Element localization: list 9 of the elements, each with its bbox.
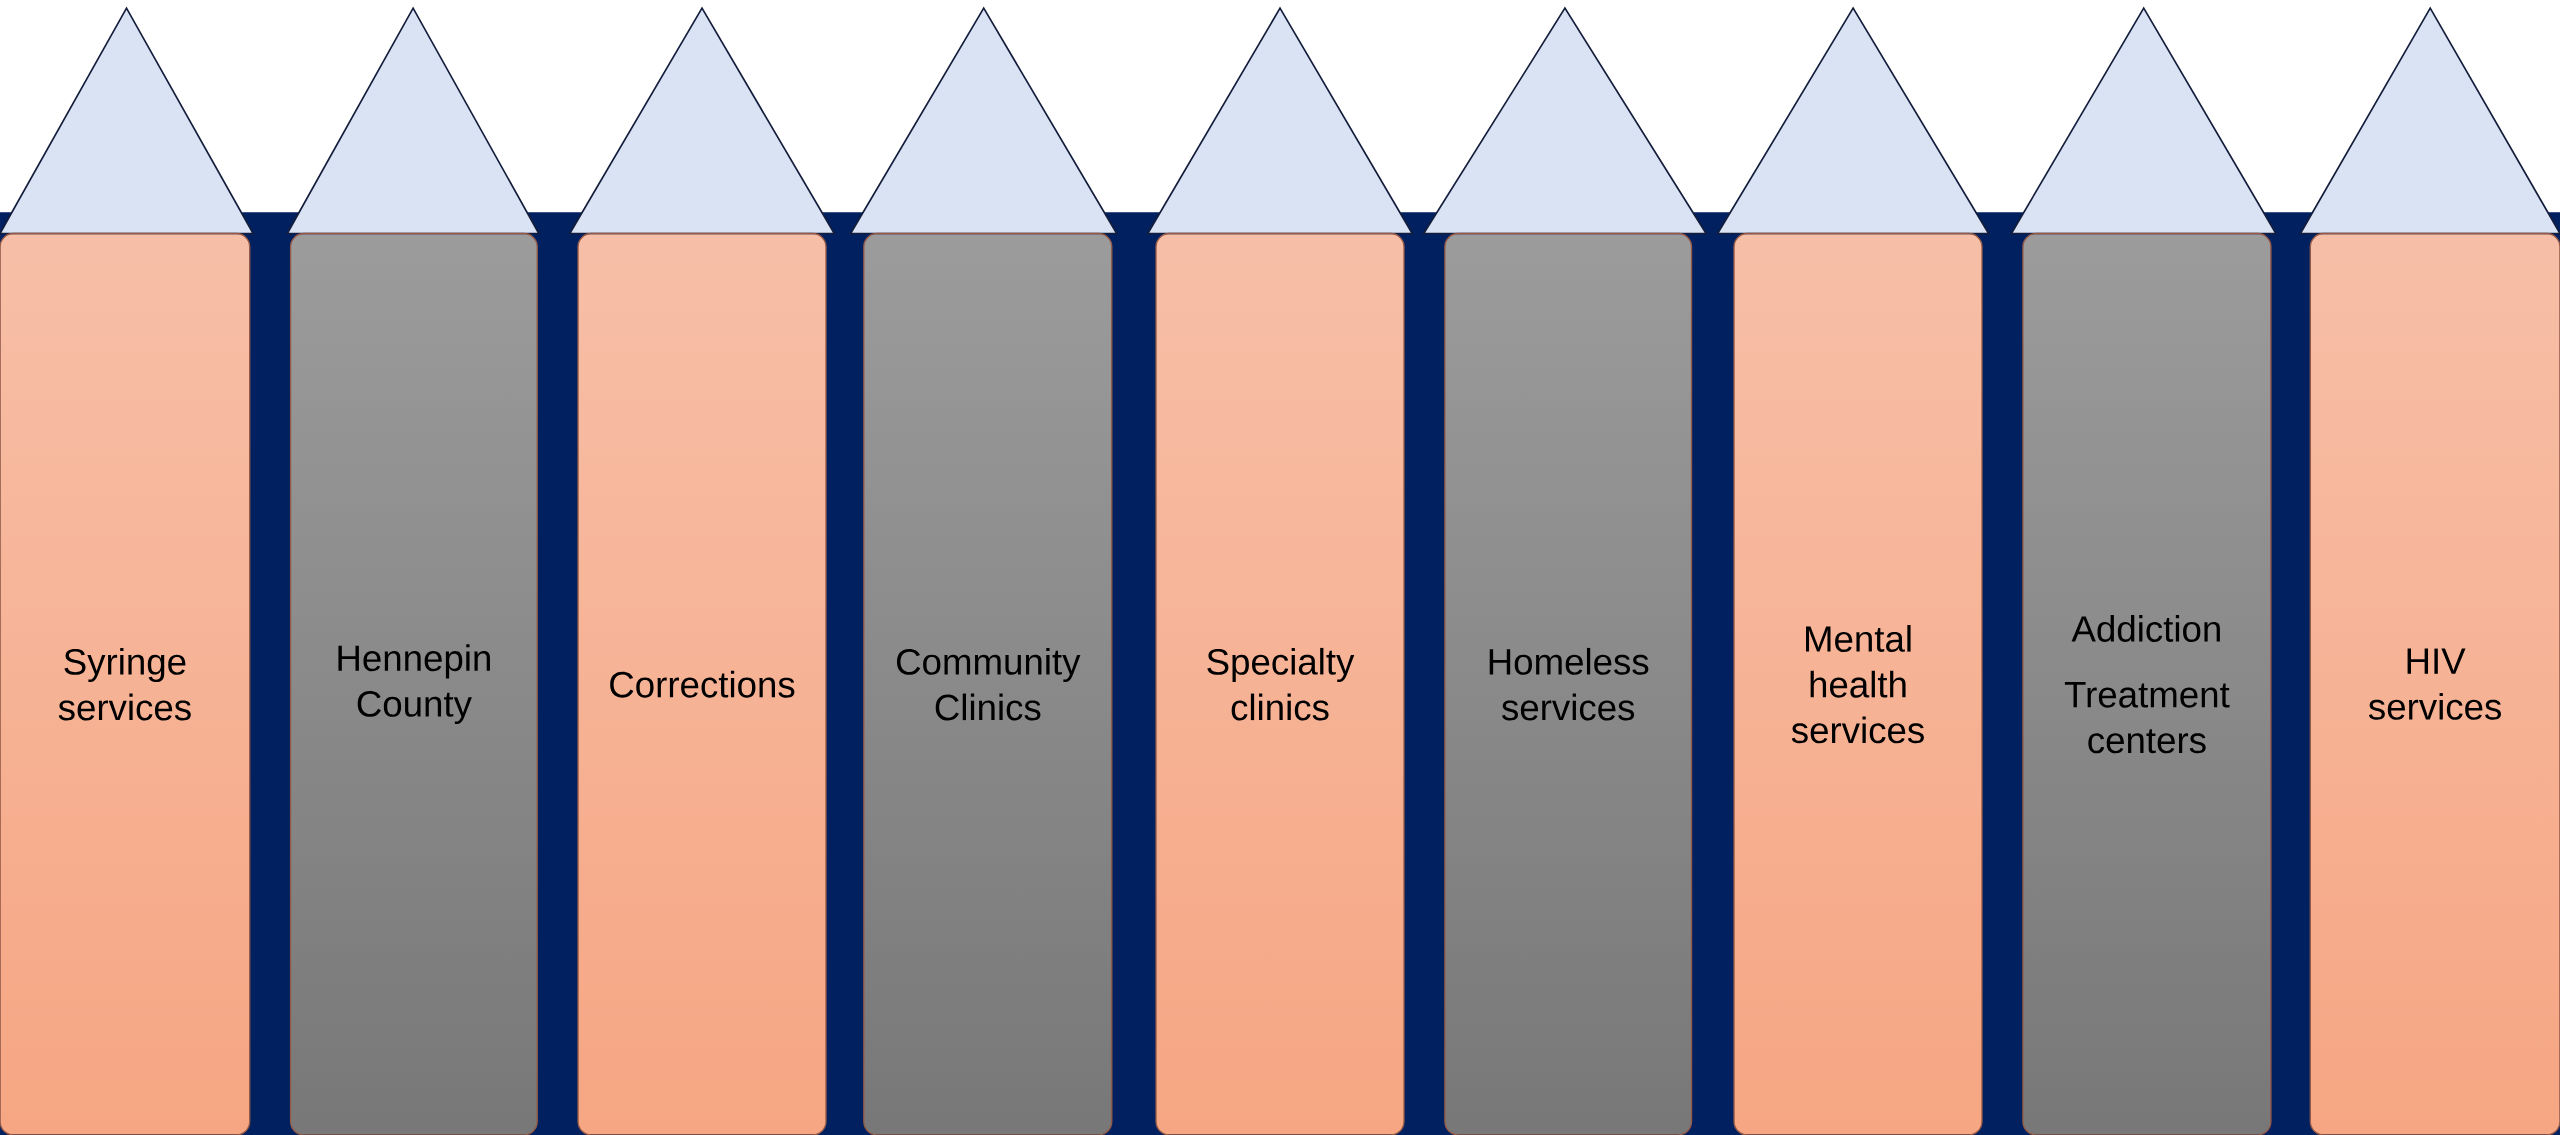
column-box: Community Clinics — [863, 232, 1113, 1135]
column-box: Hennepin County — [289, 232, 538, 1135]
column-box: Addiction Treatment centers — [2022, 232, 2272, 1135]
column-box: Homeless services — [1444, 232, 1693, 1135]
column-box: Mental health services — [1733, 232, 1983, 1135]
column-box: Specialty clinics — [1155, 232, 1405, 1135]
column-box: Syringe services — [0, 232, 251, 1135]
column-box: Corrections — [577, 232, 827, 1135]
column-box: HIV services — [2309, 232, 2560, 1135]
